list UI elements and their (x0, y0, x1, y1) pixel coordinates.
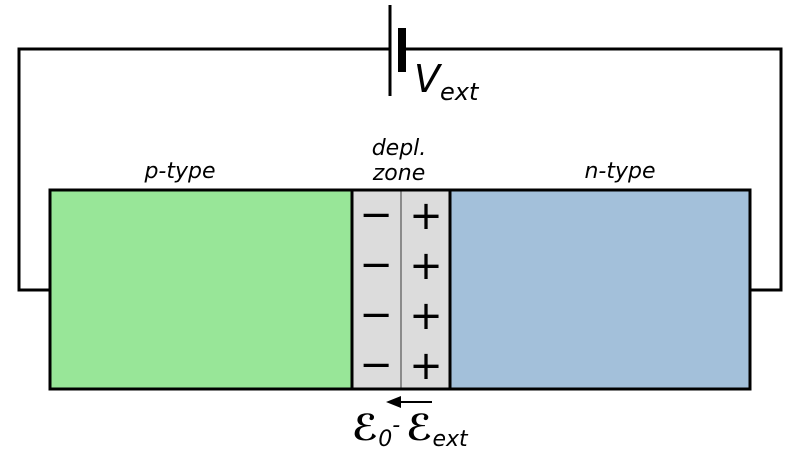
n-type-region (450, 190, 750, 389)
positive-charge: + (409, 243, 443, 289)
depletion-label-line2: zone (372, 161, 426, 186)
positive-charge: + (409, 343, 443, 389)
battery-label-main: V (414, 57, 443, 101)
e0-subscript: 0 (378, 427, 392, 450)
field-arrow-head (386, 396, 401, 408)
p-type-label: p-type (143, 159, 215, 184)
depletion-label-line1: depl. (372, 136, 427, 161)
negative-charge: − (359, 292, 393, 338)
wire-left (17, 47, 390, 292)
wire-right (402, 47, 783, 292)
battery-label-sub: ext (440, 78, 480, 106)
positive-charges: + + + + (409, 193, 443, 389)
negative-charge: − (359, 242, 393, 288)
junction-outline (48, 188, 752, 391)
p-type-region (50, 190, 352, 389)
battery-label: Vext (414, 57, 480, 106)
field-arrow (386, 396, 432, 408)
field-separator: - (392, 413, 400, 438)
circuit-wire (17, 47, 783, 292)
e0-symbol: ℰ (352, 408, 378, 449)
battery-symbol (388, 5, 406, 96)
negative-charge: − (359, 192, 393, 238)
positive-charge: + (409, 293, 443, 339)
positive-charge: + (409, 193, 443, 239)
eext-subscript: ext (432, 427, 469, 450)
n-type-label: n-type (584, 159, 655, 184)
negative-charge: − (359, 342, 393, 388)
negative-charges: − − − − (359, 192, 393, 388)
field-label: ℰ0-ℰext (352, 408, 469, 450)
eext-symbol: ℰ (406, 408, 432, 449)
